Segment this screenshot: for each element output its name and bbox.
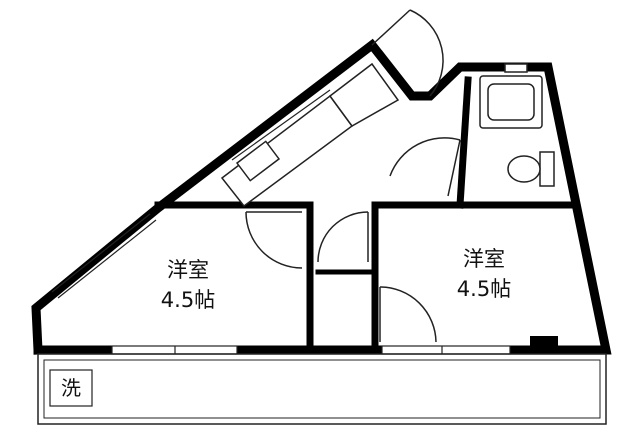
closet-door-swing [317,211,369,263]
entrance-door [371,9,411,46]
refrigerator [328,62,400,127]
entrance-door-swing [409,9,444,97]
bath-window [504,63,528,73]
laundry-space [49,369,93,407]
toilet-tank [539,151,555,187]
room-right-name: 洋室 [463,247,505,271]
room-right-size: 4.5帖 [456,277,512,301]
balcony [37,353,607,425]
balcony-inner [43,359,601,419]
bath-door-swing [389,137,461,177]
room-left-size: 4.5帖 [160,288,216,312]
left-room-door-swing [245,211,303,269]
interior-wall-upper [154,201,314,274]
laundry-label: 洗 [61,376,81,400]
room-right-label: 洋室 4.5帖 [424,244,544,304]
window-bottom-right [381,345,511,355]
toilet-bowl [507,155,541,183]
window-diagonal-lower-2 [57,219,157,299]
bath-partition-wall [456,76,472,209]
meter-box [530,336,558,350]
right-room-door-swing [379,286,437,343]
window-diagonal-upper [231,89,331,161]
kitchen-sink [235,140,281,182]
room-left-name: 洋室 [167,258,209,282]
bathtub-inner [487,83,535,121]
room-left-label: 洋室 4.5帖 [128,255,248,315]
window-diagonal-lower [51,213,151,293]
bath-door [447,139,461,197]
